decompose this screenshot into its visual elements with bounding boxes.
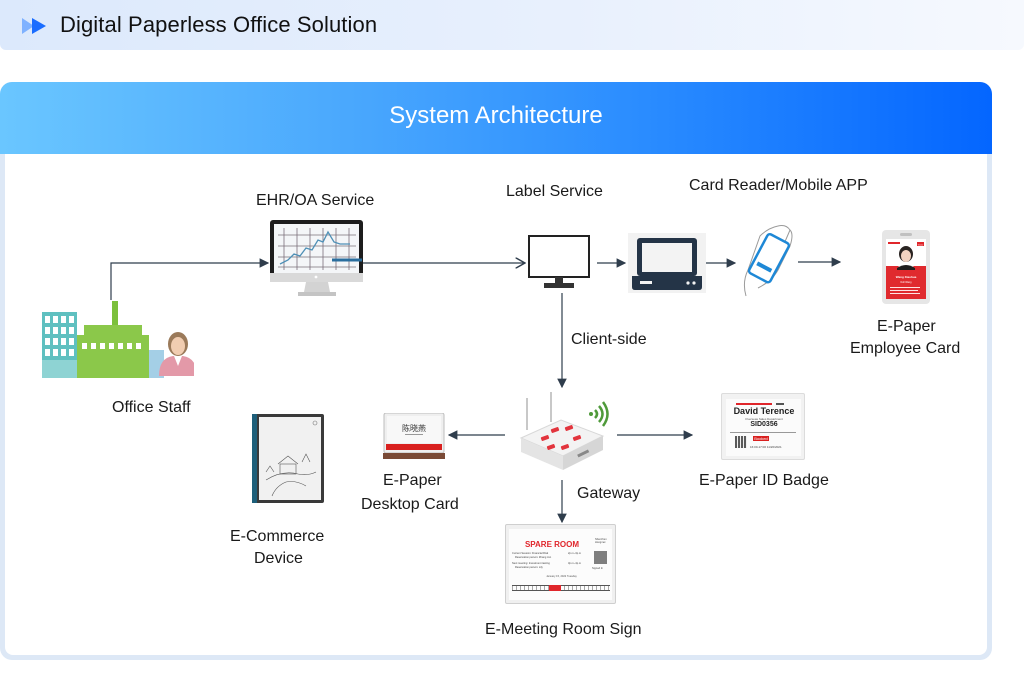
- card-reader-hand-icon: [743, 225, 793, 297]
- ehr-monitor-icon: [270, 220, 363, 296]
- meeting-location: Shenzhen Hongmei: [595, 538, 607, 544]
- double-play-icon: [22, 18, 46, 34]
- meeting-booked-slot: [549, 585, 561, 591]
- card-reader-label: Card Reader/Mobile APP: [689, 177, 868, 194]
- ecommerce-label-line1: E-Commerce: [230, 528, 325, 545]
- meeting-room-name: SPARE ROOM: [524, 540, 580, 549]
- id-badge-image: David Terence Overseas Sales Department …: [721, 393, 805, 460]
- panel-title: System Architecture: [389, 102, 603, 129]
- desktop-card-name: 陈晓燕: [402, 423, 426, 433]
- id-badge-status: Booked: [753, 436, 769, 441]
- meeting-session2-time: 3p.m~4p.m: [568, 562, 582, 565]
- panel-body: [5, 154, 987, 655]
- gateway-router-icon: [519, 392, 609, 470]
- client-side-label: Client-side: [571, 331, 647, 348]
- meeting-date: January 15, 2022 Tuesday: [546, 575, 577, 578]
- id-badge-name: David Terence: [733, 406, 795, 416]
- ecommerce-device-image: [252, 414, 324, 503]
- label-service-monitor-icon: [528, 235, 590, 288]
- qr-code-icon: [735, 436, 747, 448]
- meeting-signed: Signed In: [592, 567, 603, 570]
- panel-header: System Architecture: [0, 82, 992, 154]
- meeting-session1: Current Session: Financial Risk: [512, 552, 549, 555]
- ecommerce-label-line2: Device: [254, 550, 303, 567]
- meeting-session1-time: 2p.m~3p.m: [568, 552, 582, 555]
- page-header: Digital Paperless Office Solution: [0, 0, 1024, 50]
- meeting-timeline: [512, 585, 610, 591]
- id-badge-label: E-Paper ID Badge: [699, 472, 829, 489]
- employee-card-sub: Doll Wang: [901, 281, 913, 284]
- id-badge-time: 16:00-17:00 11/20/2021: [750, 445, 782, 449]
- meeting-session2-person: Reservation person: Lily: [515, 566, 543, 569]
- employee-card-label-line1: E-Paper: [877, 318, 936, 335]
- office-building-icon: [42, 301, 194, 378]
- employee-card-image: Wang Xiaohua Doll Wang Visitor: [882, 230, 930, 304]
- meeting-session1-person: Reservation person: Zhang Jun: [515, 556, 552, 559]
- id-badge-department: Overseas Sales Department: [745, 417, 783, 421]
- gateway-label: Gateway: [577, 485, 641, 502]
- meeting-sign-label: E-Meeting Room Sign: [485, 621, 642, 638]
- id-badge-sid: SID0356: [750, 421, 778, 428]
- wifi-signal-icon: [594, 401, 609, 427]
- meeting-qr-code-icon: [594, 551, 607, 564]
- page-title: Digital Paperless Office Solution: [60, 12, 378, 37]
- desktop-card-image: 陈晓燕: [383, 413, 445, 459]
- ehr-oa-label: EHR/OA Service: [256, 192, 375, 209]
- desktop-card-label-line2: Desktop Card: [361, 496, 459, 513]
- meeting-room-sign-image: SPARE ROOM Shenzhen Hongmei Current Sess…: [505, 524, 616, 604]
- meeting-session2: Next meeting: Investment tasting: [512, 562, 550, 565]
- office-staff-label: Office Staff: [112, 399, 191, 416]
- desktop-card-label-line1: E-Paper: [383, 472, 442, 489]
- arrow-office-to-ehr: [110, 258, 270, 300]
- employee-card-tag: Visitor: [918, 243, 924, 246]
- laptop-icon: [628, 233, 706, 293]
- employee-card-name: Wang Xiaohua: [896, 275, 917, 279]
- employee-card-label-line2: Employee Card: [850, 340, 961, 357]
- label-service-label: Label Service: [506, 183, 603, 200]
